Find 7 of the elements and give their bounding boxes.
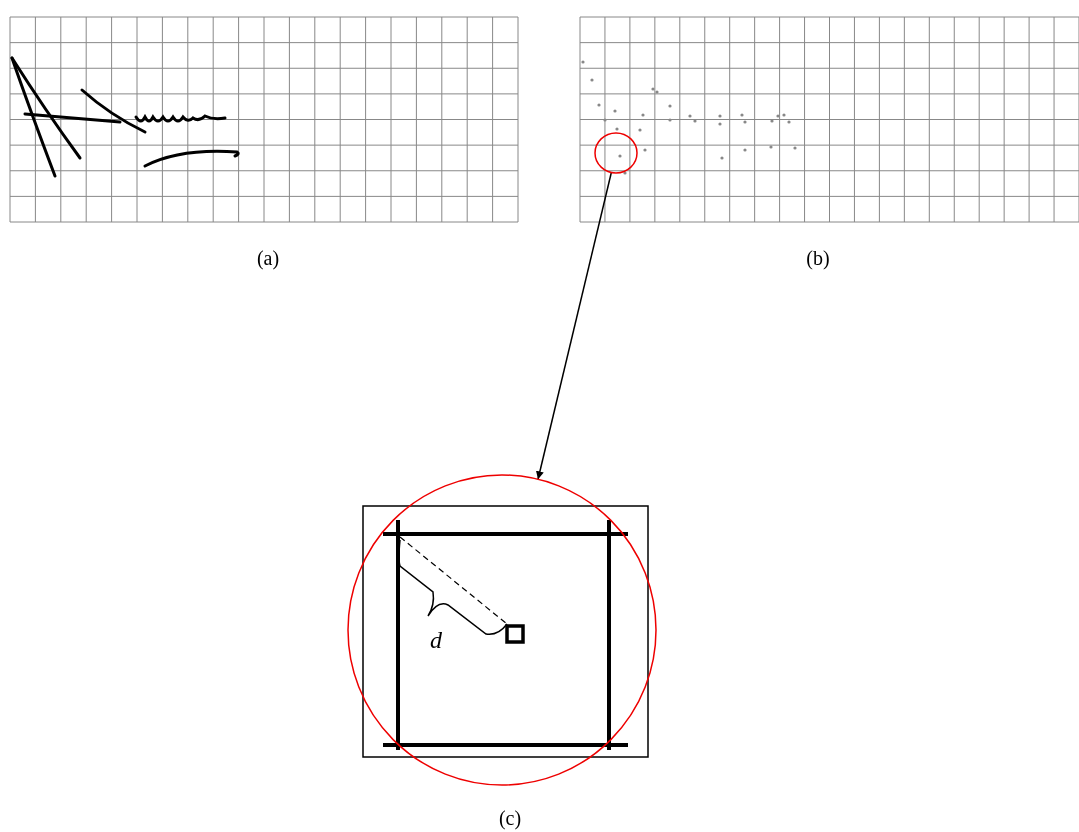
highlight-circle xyxy=(594,132,638,174)
panel-label: (a) xyxy=(256,246,280,270)
arrow xyxy=(536,171,613,481)
panel-label: (b) xyxy=(806,246,830,270)
distance-label: d xyxy=(430,626,442,654)
panel-label: (c) xyxy=(498,806,522,830)
zoom-circle xyxy=(347,474,657,786)
